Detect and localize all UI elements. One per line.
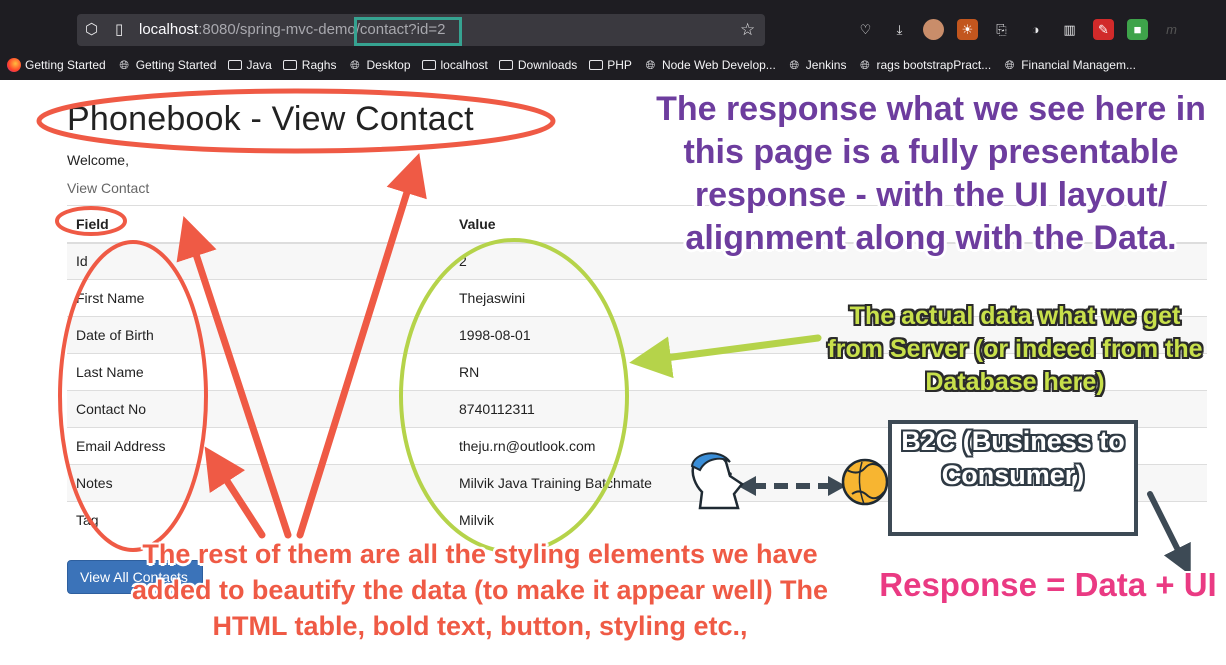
toolbar-icons: ♡ ⤓ ☀ ⎘ ◑ ▥ ✎ ■ m — [855, 19, 1182, 40]
field-cell: Contact No — [67, 390, 450, 428]
globe-icon: 🌐︎ — [350, 57, 360, 72]
firefox-icon — [6, 58, 21, 72]
pocket-icon[interactable]: ♡ — [859, 21, 872, 37]
globe-icon: 🌐︎ — [1004, 57, 1015, 72]
bookmark-item[interactable]: 🌐︎ Node Web Develop... — [643, 57, 776, 73]
globe-icon: 🌐︎ — [119, 57, 130, 72]
view-all-contacts-button[interactable]: View All Contacts — [67, 560, 203, 594]
field-cell: Id — [67, 242, 450, 280]
bookmark-label: Getting Started — [25, 58, 106, 72]
bookmark-label: Downloads — [517, 58, 578, 72]
annotation-pink-text: Response = Data + UI — [879, 566, 1217, 603]
url-text[interactable]: localhost:8080/spring-mvc-demo/contact?i… — [139, 21, 445, 39]
bookmark-item[interactable]: PHP — [588, 58, 632, 72]
welcome-text: Welcome, — [67, 152, 129, 168]
bookmark-label: localhost — [440, 58, 488, 72]
b2c-label: B2C (Business to Consumer) — [901, 426, 1125, 490]
browser-chrome: ⬡ ▯ localhost:8080/spring-mvc-demo/conta… — [0, 0, 1226, 80]
bookmark-item[interactable]: 🌐︎ Desktop — [347, 57, 411, 73]
url-host: localhost — [139, 21, 199, 38]
folder-icon — [499, 58, 514, 72]
field-cell: Email Address — [67, 427, 450, 465]
bookmark-item[interactable]: Downloads — [499, 58, 577, 72]
extension-green-icon[interactable]: ■ — [1127, 19, 1148, 40]
bookmark-label: Node Web Develop... — [661, 58, 776, 72]
extension-pen-icon[interactable]: ✎ — [1093, 19, 1114, 40]
bookmark-item[interactable]: 🌐︎ Jenkins — [787, 57, 847, 73]
bookmark-star-icon[interactable]: ☆ — [740, 20, 756, 39]
header-value: Value — [450, 205, 1207, 244]
download-icon[interactable]: ⤓ — [896, 21, 903, 37]
clipboard-icon[interactable]: ⎘ — [996, 21, 1007, 37]
folder-icon — [422, 58, 437, 72]
avatar-icon[interactable] — [923, 19, 944, 40]
field-cell: First Name — [67, 279, 450, 317]
bookmark-item[interactable]: Getting Started — [6, 58, 106, 72]
b2c-box — [888, 420, 1138, 536]
field-cell: Date of Birth — [67, 316, 450, 354]
bookmark-item[interactable]: 🌐︎ Financial Managem... — [1002, 57, 1136, 73]
globe-icon: 🌐︎ — [789, 57, 800, 72]
bookmark-label: rags bootstrapPract... — [876, 58, 992, 72]
bookmark-label: Desktop — [366, 58, 411, 72]
header-field: Field — [67, 205, 450, 244]
url-highlight-box — [354, 17, 462, 46]
extension-sun-icon[interactable]: ☀ — [957, 19, 978, 40]
view-contact-subheading: View Contact — [67, 180, 150, 196]
annotation-green-text: The actual data what we get from Server … — [827, 302, 1203, 396]
bookmark-item[interactable]: localhost — [422, 58, 488, 72]
field-cell: Tag — [67, 501, 450, 539]
shield-icon[interactable]: ⬡ — [85, 21, 99, 38]
annotation-red-text: The rest of them are all the styling ele… — [131, 539, 829, 641]
field-cell: Last Name — [67, 353, 450, 391]
page-icon: ▯ — [115, 21, 124, 38]
annotation-purple-text: The response what we see here in this pa… — [656, 90, 1206, 257]
folder-icon — [588, 58, 603, 72]
field-cell: Notes — [67, 464, 450, 502]
bookmark-item[interactable]: 🌐︎ rags bootstrapPract... — [857, 57, 992, 73]
folder-icon — [227, 58, 242, 72]
bookmark-label: Jenkins — [805, 58, 847, 72]
bookmarks-bar: Getting Started 🌐︎ Getting Started Java R… — [0, 54, 1226, 76]
bookmark-label: Financial Managem... — [1021, 58, 1136, 72]
folder-icon — [283, 58, 298, 72]
bookmark-label: Java — [246, 58, 272, 72]
bookmark-label: Getting Started — [135, 58, 217, 72]
extension-puzzle-icon[interactable]: ◑ — [1031, 22, 1040, 37]
page-title: Phonebook - View Contact — [67, 100, 474, 138]
reader-icon[interactable]: ▥ — [1063, 21, 1076, 37]
bookmark-label: PHP — [607, 58, 632, 72]
globe-icon: 🌐︎ — [860, 57, 870, 72]
globe-icon: 🌐︎ — [645, 57, 656, 72]
extension-m-icon[interactable]: m — [1166, 22, 1177, 37]
bookmark-item[interactable]: Raghs — [283, 58, 337, 72]
bookmark-item[interactable]: 🌐︎ Getting Started — [117, 57, 217, 73]
url-path: :8080/spring-mvc-demo/contact?id=2 — [198, 21, 446, 38]
bookmark-label: Raghs — [301, 58, 337, 72]
bookmark-item[interactable]: Java — [227, 58, 272, 72]
